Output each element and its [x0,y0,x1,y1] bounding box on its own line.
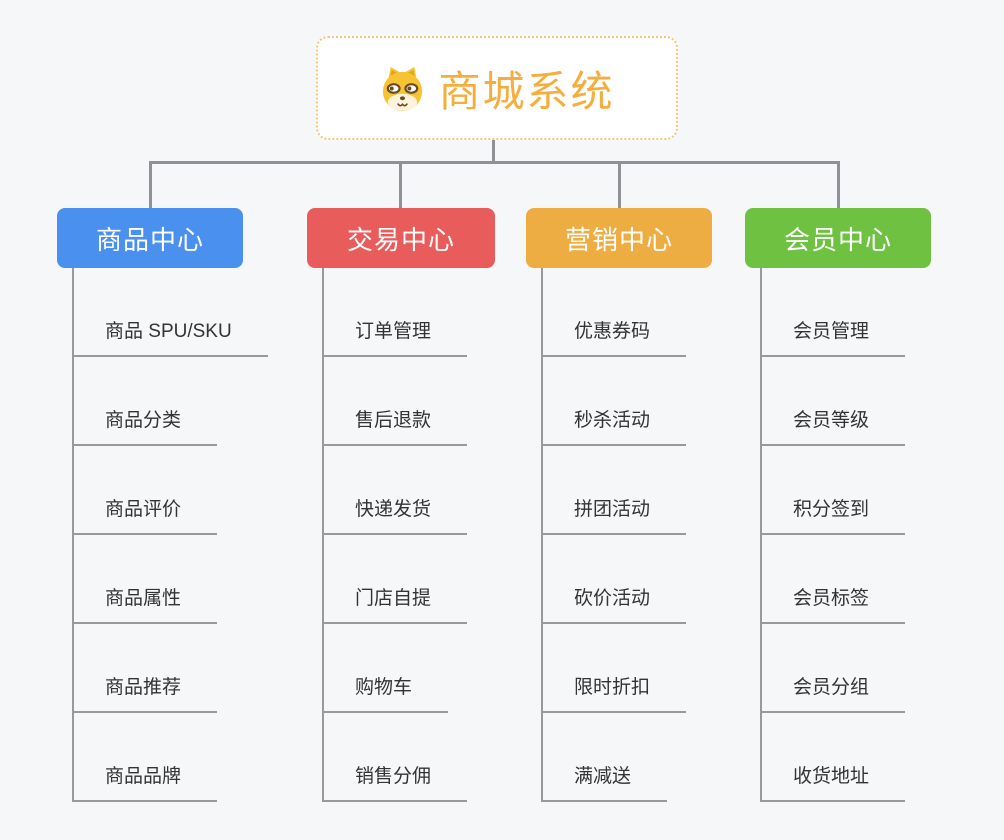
leaf-node[interactable]: 会员等级 [760,406,906,446]
connector-root-stem [492,140,495,164]
branch-header-product-center[interactable]: 商品中心 [57,208,243,268]
root-title: 商城系统 [438,67,615,115]
root-node[interactable]: 商城系统 [316,36,678,140]
leaf-node[interactable]: 售后退款 [322,406,468,446]
leaf-node[interactable]: 砍价活动 [541,584,687,624]
leaf-node[interactable]: 商品品牌 [72,762,218,802]
leaf-node[interactable]: 拼团活动 [541,495,687,535]
leaf-node[interactable]: 限时折扣 [541,673,687,713]
leaf-node[interactable]: 积分签到 [760,495,906,535]
leaf-node[interactable]: 购物车 [322,673,449,713]
connector-drop-branch-2 [399,161,402,208]
leaf-node[interactable]: 快递发货 [322,495,468,535]
leaf-node[interactable]: 商品评价 [72,495,218,535]
connector-drop-branch-1 [149,161,152,208]
branch-marketing-center: 营销中心 优惠券码 秒杀活动 拼团活动 砍价活动 限时折扣 满减送 [526,0,776,840]
connector-horizontal-bus [149,161,840,164]
branch-trade-center: 交易中心 订单管理 售后退款 快递发货 门店自提 购物车 销售分佣 [307,0,557,840]
branch-header-trade-center[interactable]: 交易中心 [307,208,495,268]
leaf-node[interactable]: 会员标签 [760,584,906,624]
connector-drop-branch-4 [837,161,840,208]
leaf-node[interactable]: 商品分类 [72,406,218,446]
leaf-node[interactable]: 门店自提 [322,584,468,624]
connector-drop-branch-3 [618,161,621,208]
leaf-node[interactable]: 收货地址 [760,762,906,802]
leaf-node[interactable]: 会员管理 [760,317,906,357]
leaf-node[interactable]: 秒杀活动 [541,406,687,446]
branch-header-member-center[interactable]: 会员中心 [745,208,931,268]
branch-member-center: 会员中心 会员管理 会员等级 积分签到 会员标签 会员分组 收货地址 [745,0,995,840]
shiba-dog-icon [383,66,423,111]
leaf-node[interactable]: 商品 SPU/SKU [72,317,268,357]
leaf-node[interactable]: 优惠券码 [541,317,687,357]
branch-product-center: 商品中心 商品 SPU/SKU 商品分类 商品评价 商品属性 商品推荐 商品品牌 [57,0,307,840]
leaf-node[interactable]: 商品属性 [72,584,218,624]
leaf-node[interactable]: 商品推荐 [72,673,218,713]
leaf-node[interactable]: 会员分组 [760,673,906,713]
leaf-node[interactable]: 订单管理 [322,317,468,357]
leaf-node[interactable]: 满减送 [541,762,668,802]
leaf-node[interactable]: 销售分佣 [322,762,468,802]
branch-header-marketing-center[interactable]: 营销中心 [526,208,712,268]
